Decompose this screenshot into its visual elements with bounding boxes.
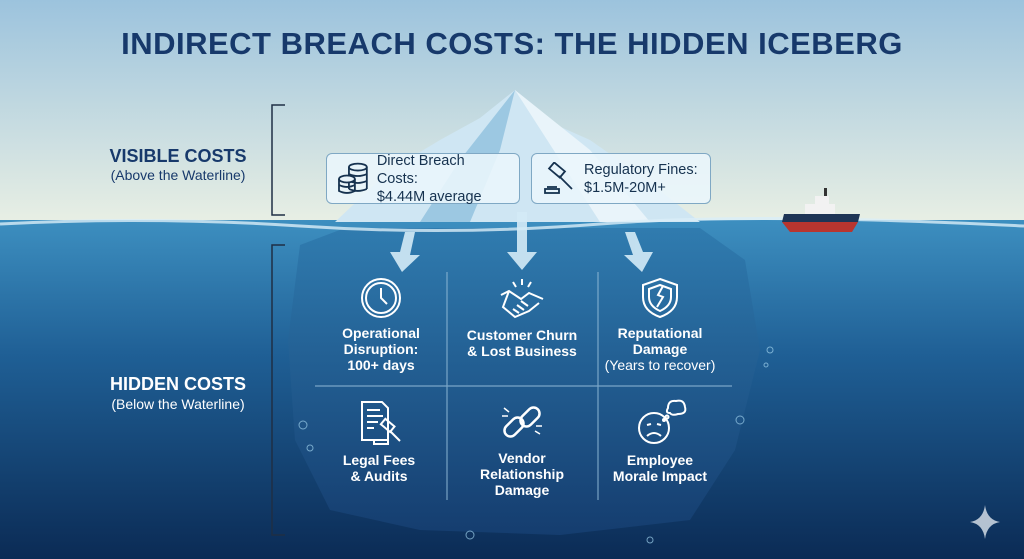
regulatory-fines-box: Regulatory Fines:$1.5M-20M+ [531,153,711,204]
cell-customer-churn: Customer Churn& Lost Business [452,277,592,359]
cell-legal-fees: Legal Fees& Audits [309,400,449,484]
iceberg-body [288,228,760,535]
gavel-icon [544,161,573,194]
cell-text: Reputational [617,325,703,341]
handshake-icon [500,279,544,319]
direct-breach-value: $4.44M average [376,188,482,205]
cell-text: Customer Churn [466,327,578,343]
clock-icon [361,278,401,318]
cell-text: Relationship [479,466,564,482]
direct-breach-costs-box: Direct Breach Costs:$4.44M average [326,152,520,205]
cell-text: Damage [632,341,688,357]
hidden-costs-subheading: (Below the Waterline) [111,396,245,412]
legal-document-icon [361,401,401,445]
sad-face-icon [638,399,687,444]
cell-text: Vendor [498,450,546,466]
visible-costs-subheading: (Above the Waterline) [110,167,246,183]
broken-chain-icon [502,406,542,438]
brackets [271,104,285,536]
regulatory-fines-label: Regulatory Fines: [584,161,698,178]
visible-costs-heading: VISIBLE COSTS [109,146,247,166]
boat-icon [782,188,860,232]
cell-text: & Audits [350,468,408,484]
page-title: INDIRECT BREACH COSTS: THE HIDDEN ICEBER… [121,26,903,61]
direct-breach-label: Direct Breach Costs: [376,152,465,187]
cell-text: 100+ days [347,357,415,373]
sparkle-icon [970,505,1000,539]
broken-shield-icon [642,277,678,319]
cell-text: Disruption: [343,341,419,357]
cell-text: Legal Fees [342,452,416,468]
cell-text: Morale Impact [612,468,708,484]
coins-icon [338,162,368,194]
cell-text: (Years to recover) [604,357,716,373]
cell-text: Operational [342,325,420,341]
cell-text: Employee [626,452,694,468]
hidden-costs-heading: HIDDEN COSTS [109,374,246,394]
cell-text: & Lost Business [467,343,577,359]
cell-text: Damage [494,482,550,498]
regulatory-fines-value: $1.5M-20M+ [584,179,666,196]
arrows [390,212,653,272]
